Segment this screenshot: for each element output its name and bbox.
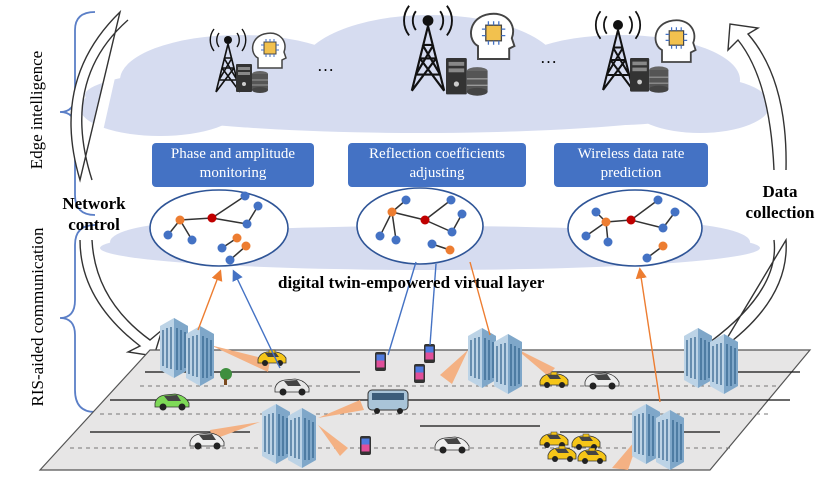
link-orange-1 [197, 269, 223, 331]
ris-brace [59, 224, 96, 413]
ris-communication-label: RIS-aided communication [28, 227, 47, 407]
ris-building-3b [493, 333, 523, 395]
box-phase-amplitude-line1: Phase and amplitude [170, 146, 296, 162]
phone-1 [375, 352, 386, 371]
tree [220, 368, 232, 385]
virtual-layer-label: digital twin-empowered virtual layer [278, 273, 545, 292]
bus [367, 389, 409, 414]
twin-graph-3 [567, 189, 703, 267]
box-reflection-line1: Reflection coefficients [369, 146, 505, 162]
data-collection-line2: collection [745, 203, 815, 222]
ris-building-1b [185, 325, 215, 387]
box-phase-amplitude-line2: monitoring [199, 165, 267, 181]
ris-building-5b [655, 409, 685, 471]
network-control-label: Network control [44, 193, 144, 235]
box-wireless-line1: Wireless data rate [577, 146, 685, 162]
ris-building-5 [631, 403, 661, 465]
link-blue-1 [232, 269, 281, 369]
network-control-line1: Network [62, 194, 126, 213]
data-collection-line1: Data [762, 182, 798, 201]
ris-building-4b [709, 333, 739, 395]
ellipsis-1: … [317, 56, 334, 75]
phone-3 [414, 364, 425, 383]
edge-intelligence-label: Edge intelligence [27, 50, 46, 170]
box-wireless-line2: prediction [600, 165, 662, 181]
ellipsis-2: … [540, 48, 557, 67]
box-phase-amplitude: Phase and amplitude monitoring [152, 143, 314, 187]
twin-graph-1 [149, 189, 289, 267]
network-control-line2: control [68, 215, 120, 234]
data-collection-label: Data collection [728, 181, 832, 223]
link-blue-3 [429, 263, 437, 346]
link-blue-2 [387, 261, 417, 356]
phone-2 [424, 344, 435, 363]
lane-dashes [70, 385, 780, 449]
twin-graph-2 [356, 187, 484, 265]
lane-lines [90, 371, 800, 433]
box-reflection-coefficients: Reflection coefficients adjusting [348, 143, 526, 187]
ris-building-3 [467, 327, 497, 389]
ris-building-2b [287, 407, 317, 469]
link-orange-3 [635, 267, 661, 403]
edge-brace [59, 11, 96, 216]
ris-building-4 [683, 327, 713, 389]
link-orange-2 [469, 261, 491, 336]
phone-4 [360, 436, 371, 455]
ris-building-2 [261, 403, 291, 465]
box-wireless-rate: Wireless data rate prediction [554, 143, 708, 187]
box-reflection-line2: adjusting [409, 165, 465, 181]
ris-building-1 [159, 317, 189, 379]
